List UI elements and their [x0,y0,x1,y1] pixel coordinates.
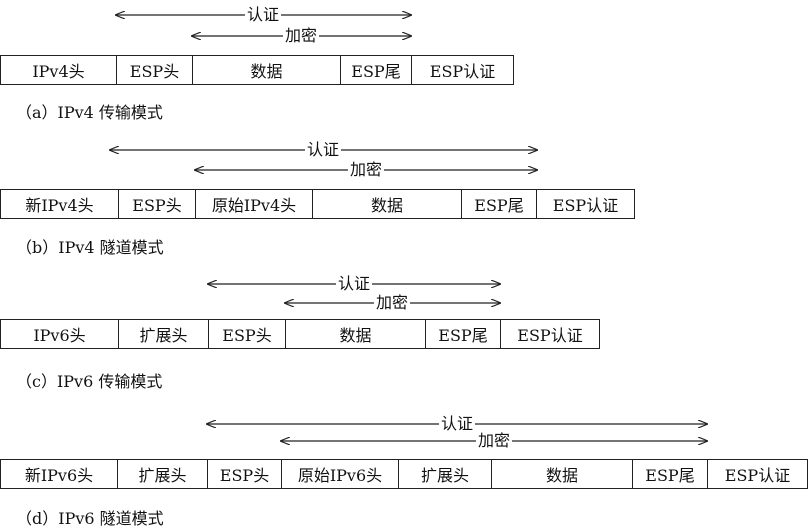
cell-esp-auth: ESP认证 [724,466,791,485]
packet-row-c: IPv6头 扩展头 ESP头 数据 ESP尾 ESP认证 [0,319,600,349]
cell-esp-header: ESP头 [208,460,282,488]
cell-ipv6-header: IPv6头 [1,320,119,348]
caption-b: （b）IPv4 隧道模式 [16,238,164,257]
packet-row-a: IPv4头 ESP头 数据 ESP尾 ESP认证 [0,55,514,85]
auth-label-d: 认证 [438,414,476,433]
cell-extension-header: 扩展头 [118,460,208,488]
cell-esp-trailer: ESP尾 [462,190,537,218]
cell-esp-header: ESP头 [209,320,286,348]
cell-extension-header-inner: 扩展头 [399,460,492,488]
packet-row-d: 新IPv6头 扩展头 ESP头 原始IPv6头 扩展头 数据 ESP尾 ESP认… [0,459,808,489]
cell-esp-auth: ESP认证 [552,196,619,215]
cell-data: 数据 [286,320,426,348]
cell-esp-auth: ESP认证 [429,62,496,81]
cell-ipv4-header: IPv4头 [1,56,117,84]
packet-row-b: 新IPv4头 ESP头 原始IPv4头 数据 ESP尾 ESP认证 [0,189,635,219]
caption-a: （a）IPv4 传输模式 [16,103,163,122]
encrypt-label-b: 加密 [347,160,385,179]
cell-esp-header: ESP头 [119,190,196,218]
cell-extension-header: 扩展头 [119,320,209,348]
cell-original-ipv6-header: 原始IPv6头 [282,460,399,488]
encrypt-label-c: 加密 [373,293,411,312]
encrypt-label-d: 加密 [475,431,513,450]
caption-d: （d）IPv6 隧道模式 [16,509,164,528]
cell-esp-auth: ESP认证 [517,326,583,345]
cell-new-ipv6-header: 新IPv6头 [1,460,118,488]
cell-esp-header: ESP头 [117,56,193,84]
cell-esp-trailer: ESP尾 [633,460,708,488]
cell-data: 数据 [193,56,341,84]
encrypt-label-a: 加密 [282,26,320,45]
cell-esp-trailer: ESP尾 [341,56,412,84]
cell-esp-trailer: ESP尾 [426,320,501,348]
auth-label-c: 认证 [335,274,373,293]
cell-original-ipv4-header: 原始IPv4头 [196,190,313,218]
cell-data: 数据 [313,190,462,218]
auth-label-b: 认证 [304,140,342,159]
caption-c: （c）IPv6 传输模式 [16,372,163,391]
cell-new-ipv4-header: 新IPv4头 [1,190,119,218]
auth-label-a: 认证 [244,5,282,24]
cell-data: 数据 [492,460,633,488]
